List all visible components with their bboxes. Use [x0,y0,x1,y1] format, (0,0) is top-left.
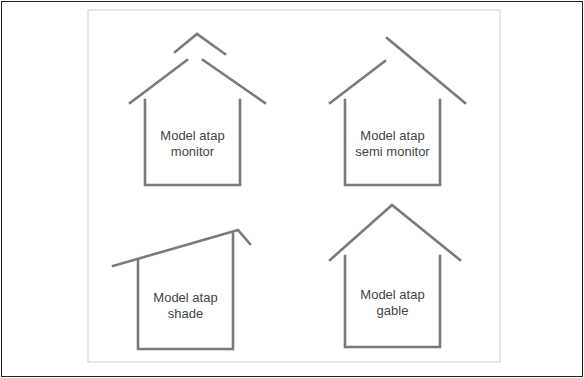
roof-model-label: Model atap semi monitor [347,128,438,161]
house-outline [325,200,470,352]
roof-wall-line [330,205,460,260]
house-outline [108,222,258,354]
text-area: Model atap gable [347,262,438,344]
roof-wall-line [175,34,225,54]
roof-wall-line [145,100,240,185]
roof-model-label: Model atap gable [347,287,438,320]
house-shape: Model atap monitor [125,28,270,193]
roof-wall-line [113,230,250,266]
roof-wall-line [138,234,233,349]
roof-wall-line [203,60,265,103]
house-outline [325,28,470,193]
roof-model-label: Model atap shade [140,290,231,323]
roof-wall-line [345,100,440,185]
roof-wall-line [387,38,465,103]
inner-border [88,10,500,362]
roof-model-label: Model atap monitor [147,128,238,161]
text-area: Model atap monitor [147,106,238,182]
roof-wall-line [345,256,440,347]
house-shape: Model atap gable [325,200,470,352]
text-area: Model atap shade [140,266,231,346]
roof-wall-line [330,61,385,103]
house-shape: Model atap shade [108,222,258,354]
text-area: Model atap semi monitor [347,106,438,182]
roof-wall-line [130,60,187,103]
house-outline [125,28,270,193]
house-shape: Model atap semi monitor [325,28,470,193]
